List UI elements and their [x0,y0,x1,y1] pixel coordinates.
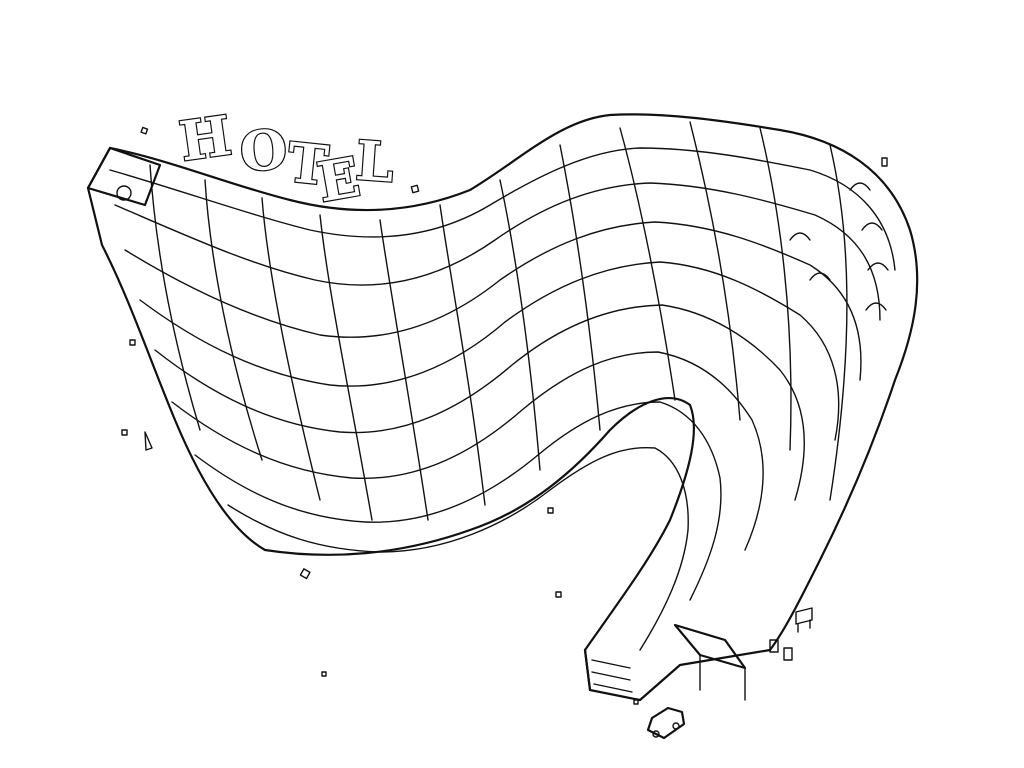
floor-line [114,182,881,321]
floor-line [124,221,862,381]
floor-line [109,147,896,271]
car [646,706,686,740]
building-base [583,648,772,702]
building-top-edge [86,113,919,652]
pedestrians [769,639,793,661]
floor-line [171,351,764,551]
bench [795,607,813,633]
sign-letter-o: O [238,117,289,184]
warped-building [86,113,919,702]
floor-line [227,446,689,651]
sign-letter-t: T [284,130,331,198]
debris [121,126,888,705]
sign-letter-e: E [313,144,365,214]
clock-ornament [116,185,132,201]
floor-line [154,304,805,501]
floor-line [139,261,840,441]
hotel-sign: H O T E L [174,102,397,216]
floor-line [194,401,722,601]
sign-letter-h: H [176,103,235,173]
building-bottom-edge [86,186,696,692]
sign-letter-l: L [354,128,396,194]
arched-windows [789,182,889,311]
entrance-canopy [673,623,747,701]
brick-base [591,659,633,693]
window-dividers [149,121,848,521]
